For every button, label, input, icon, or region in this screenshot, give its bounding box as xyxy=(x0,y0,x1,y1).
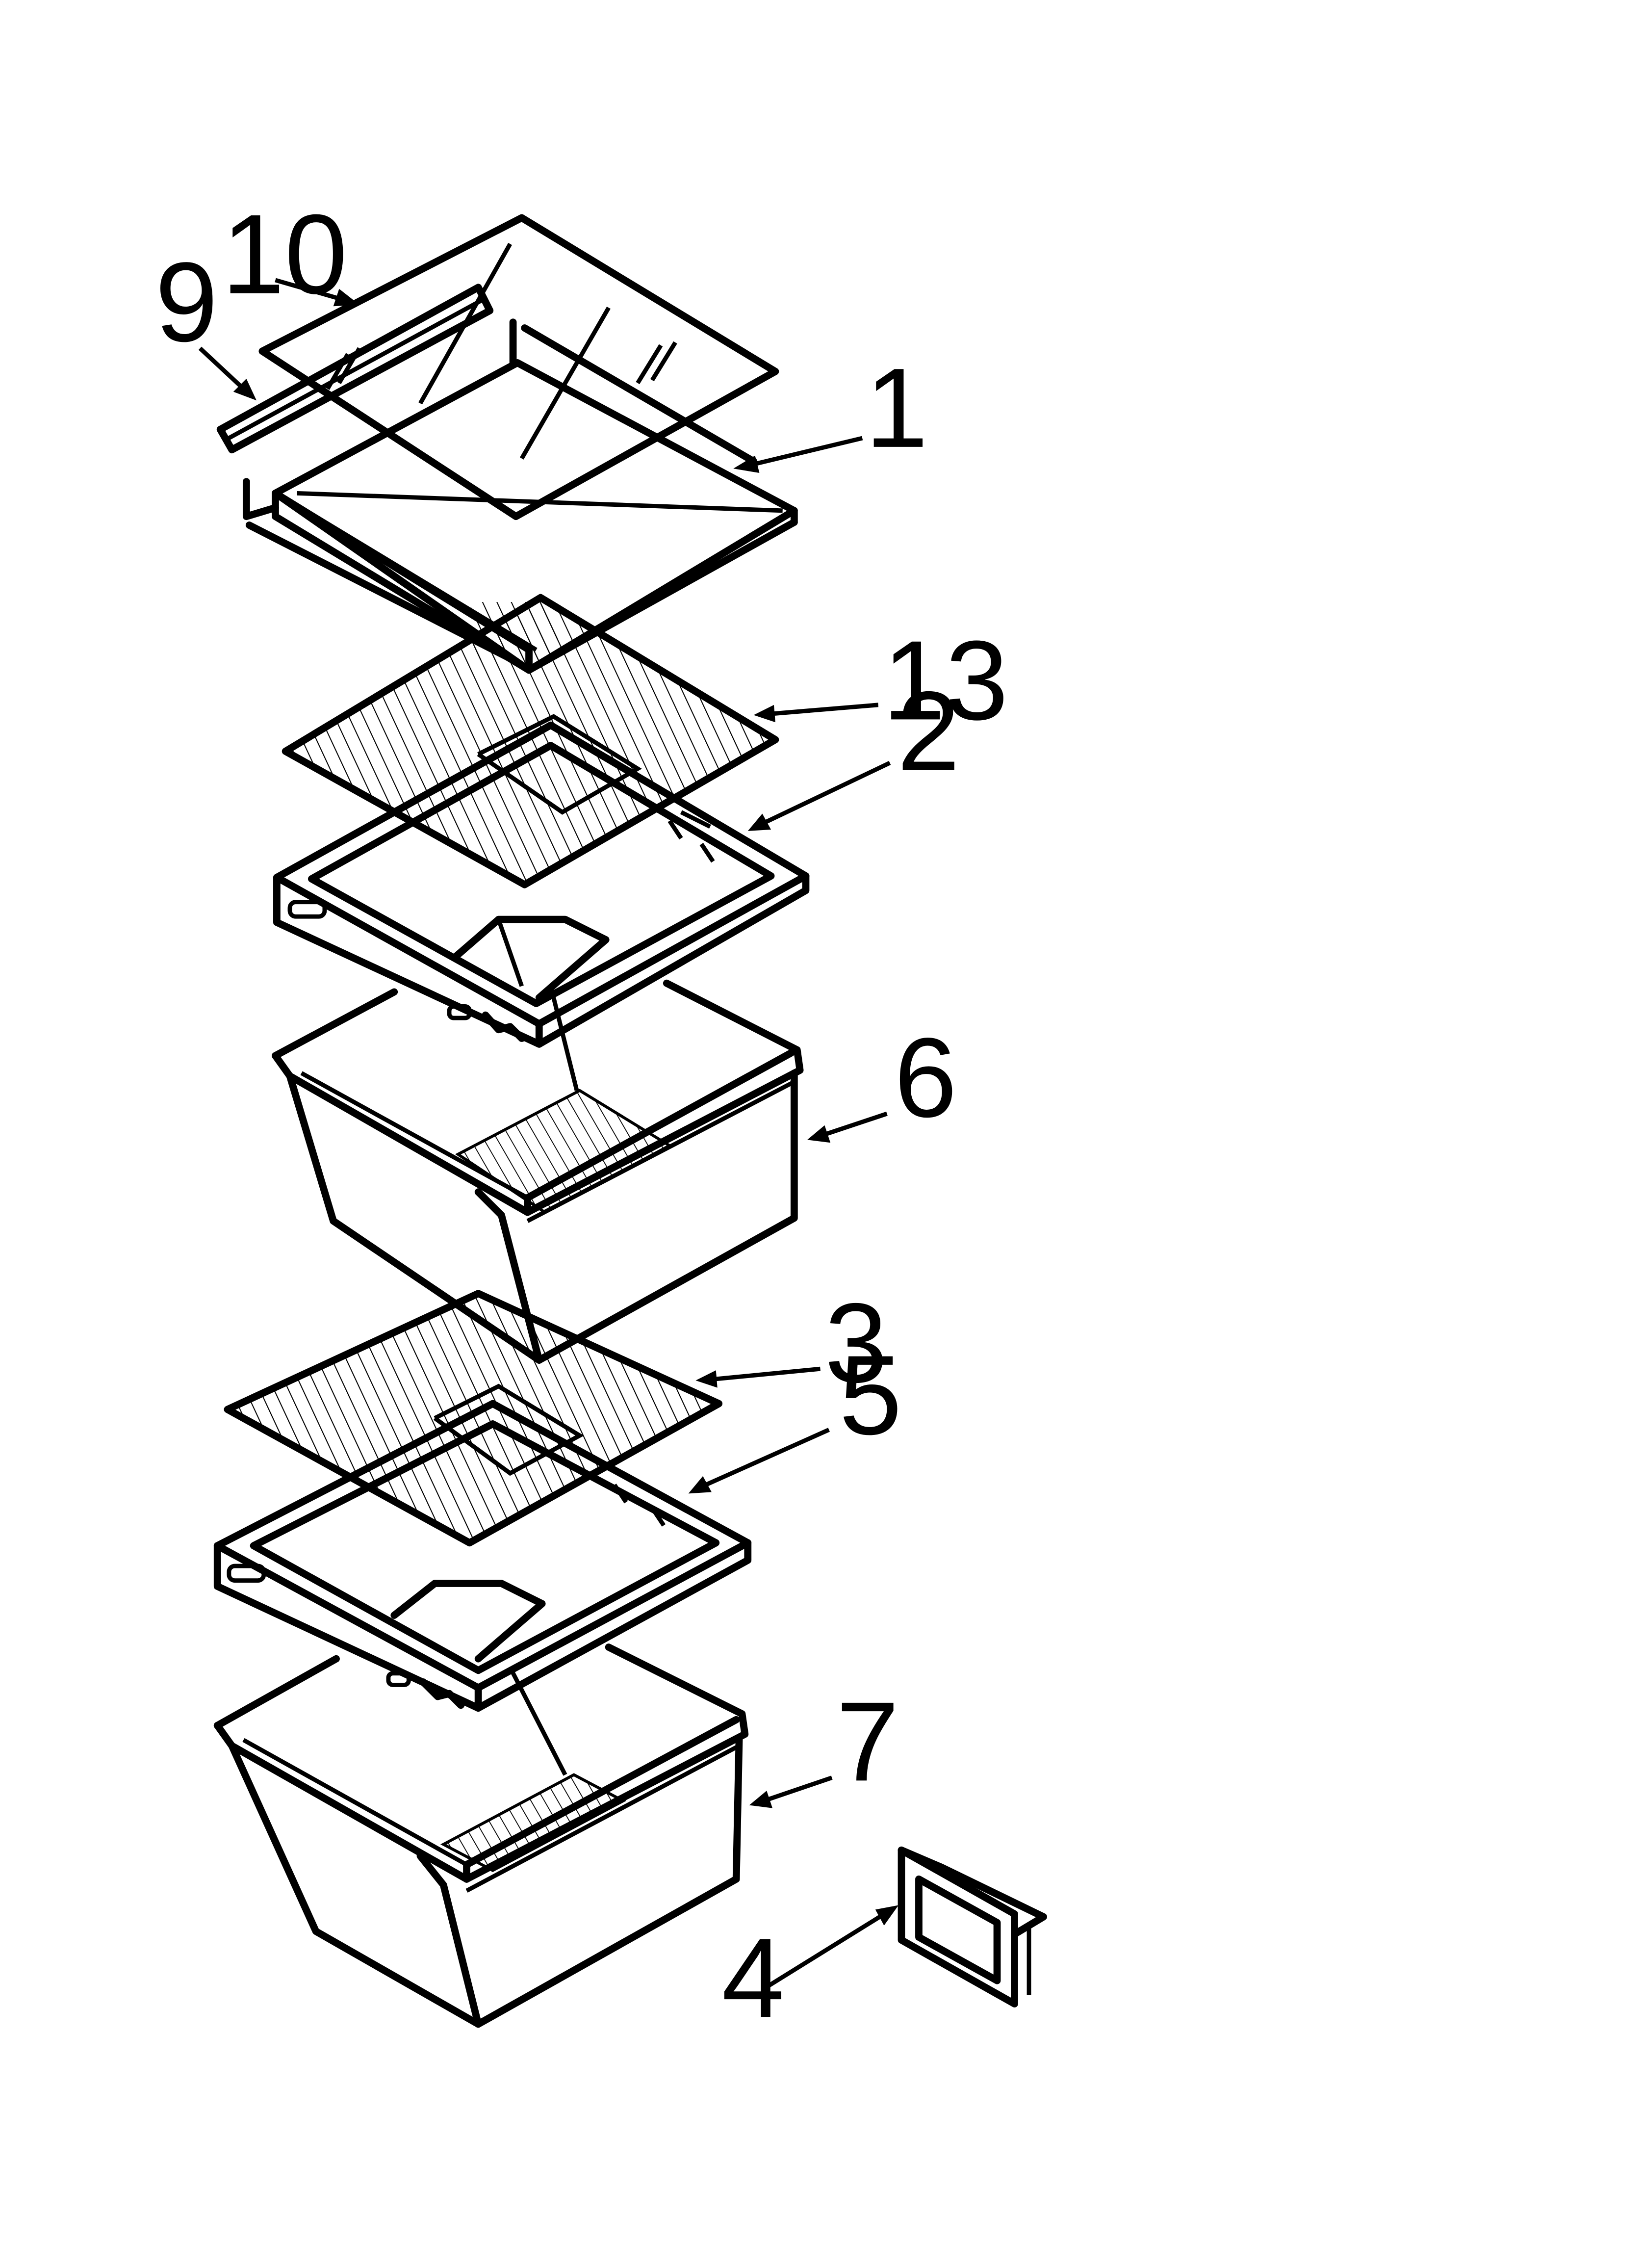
callout-9: 9 xyxy=(155,238,218,365)
callout-4: 4 xyxy=(722,1914,785,2041)
crisper-cover-part-13 xyxy=(282,594,779,888)
crisper-frame-part-2 xyxy=(273,721,810,1048)
crisper-cover-part-3 xyxy=(224,1290,723,1547)
crisper-frame-part-5 xyxy=(213,1400,752,1712)
callout-1: 1 xyxy=(865,344,928,471)
callout-2: 2 xyxy=(897,668,960,794)
callout-5: 5 xyxy=(839,1331,902,1458)
crisper-drawer-part-7 xyxy=(213,1643,749,2028)
callout-7: 7 xyxy=(836,1678,899,1804)
callout-6: 6 xyxy=(894,1014,957,1141)
callout-10: 10 xyxy=(222,191,347,317)
leader-arrows xyxy=(198,278,899,1990)
callout-13: 13 xyxy=(883,617,1008,743)
glass-shelf-part-10 xyxy=(258,214,779,521)
trim-strip-part-9 xyxy=(216,284,494,454)
control-slide-part-4 xyxy=(898,1846,1047,2007)
callout-3: 3 xyxy=(824,1279,887,1406)
